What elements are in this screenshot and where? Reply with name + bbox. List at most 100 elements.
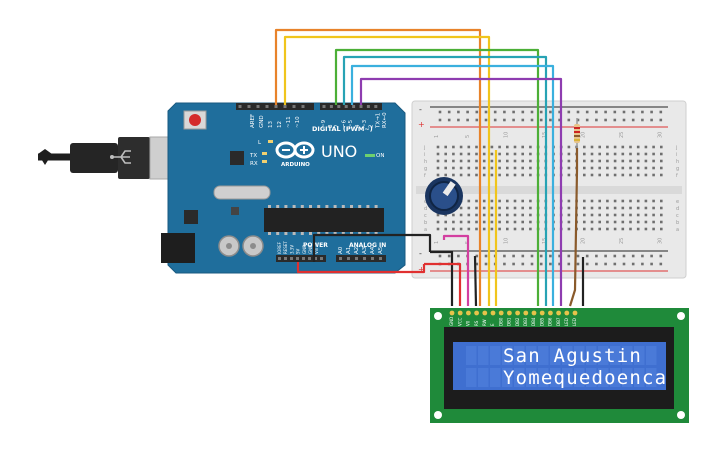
resistor bbox=[574, 118, 580, 148]
row-letter: b bbox=[424, 220, 427, 226]
digital-pin-label: 8 bbox=[328, 124, 334, 128]
aref-label: AREF bbox=[250, 114, 256, 128]
lcd-pin-label: LED bbox=[572, 318, 577, 326]
power-header bbox=[276, 255, 326, 262]
column-number: 25 bbox=[619, 238, 625, 244]
reset-button[interactable] bbox=[189, 114, 201, 126]
lcd-pin-label: VCC bbox=[457, 317, 462, 326]
analog-header bbox=[336, 255, 386, 262]
wire-yellow bbox=[283, 35, 491, 306]
row-letter: b bbox=[676, 220, 679, 226]
wires bbox=[274, 28, 585, 307]
lcd-pin bbox=[548, 310, 553, 316]
column-number: 20 bbox=[580, 238, 586, 244]
tx-led-label: TX bbox=[249, 153, 257, 159]
l-led-label: L bbox=[258, 140, 262, 146]
lcd-pin bbox=[531, 310, 537, 316]
analog-pin-label: A0 bbox=[338, 246, 344, 254]
digital-pin-label: ~3 bbox=[362, 119, 368, 128]
rail-minus-top: - bbox=[419, 105, 422, 114]
row-letter: c bbox=[424, 213, 427, 219]
row-letter: j bbox=[675, 145, 677, 151]
lcd-pin bbox=[466, 310, 471, 316]
power-pin-label: Vin bbox=[314, 247, 319, 254]
lcd-pin bbox=[457, 310, 463, 316]
column-number: 5 bbox=[465, 135, 471, 138]
lcd-pin-label: DB5 bbox=[539, 317, 544, 326]
lcd-pin-label: DB7 bbox=[556, 317, 561, 326]
digital-pin-label: ~11 bbox=[286, 116, 292, 128]
digital-pin-label: ~9 bbox=[321, 119, 327, 128]
row-letter: c bbox=[676, 213, 679, 219]
lcd-pin-label: RW bbox=[482, 319, 487, 326]
analog-pin-label: A2 bbox=[354, 247, 360, 254]
wire-brown bbox=[568, 148, 579, 307]
rail-minus-bottom: - bbox=[419, 249, 422, 258]
svg-text:ARDUINO: ARDUINO bbox=[281, 162, 310, 168]
power-pin-label: IOREF bbox=[277, 241, 282, 254]
column-number: 1 bbox=[434, 135, 440, 138]
crystal-oscillator bbox=[213, 185, 271, 200]
wire-teal bbox=[342, 55, 548, 306]
lcd-pin bbox=[449, 310, 455, 316]
lcd-pin-label: DB3 bbox=[523, 317, 528, 326]
digital-pin-label: 7 bbox=[335, 124, 341, 128]
row-letter: d bbox=[676, 206, 679, 212]
row-letter: i bbox=[676, 152, 677, 158]
row-letter: h bbox=[424, 159, 427, 165]
gnd-label: GND bbox=[259, 115, 265, 128]
lcd-pin-label: GND bbox=[449, 317, 454, 326]
lcd-pin bbox=[564, 310, 570, 316]
lcd-pin-label: DB0 bbox=[498, 317, 503, 326]
analog-pin-label: A4 bbox=[370, 246, 376, 254]
rx-led-label: RX bbox=[250, 161, 258, 167]
column-number: 10 bbox=[503, 238, 509, 244]
rail-plus-bottom: + bbox=[418, 265, 425, 274]
lcd-pin bbox=[539, 310, 545, 316]
lcd-pin-label: DB2 bbox=[515, 317, 520, 326]
wire-pink bbox=[442, 234, 470, 306]
on-label: ON bbox=[376, 153, 384, 159]
lcd-pin-label: RS bbox=[474, 320, 479, 326]
lcd-line-2: Yomequedoenca bbox=[503, 367, 667, 389]
digital-header-label: DIGITAL (PWM~) bbox=[312, 125, 373, 133]
analog-header-label: ANALOG IN bbox=[349, 242, 386, 249]
power-pin-label: 5V bbox=[296, 248, 301, 254]
analog-pin-label: A3 bbox=[362, 246, 368, 254]
digital-pin-label: TX→1 bbox=[375, 113, 381, 129]
row-letter: g bbox=[424, 166, 427, 172]
usb-icon bbox=[110, 150, 131, 164]
column-number: 15 bbox=[542, 238, 548, 244]
lcd-pin bbox=[474, 310, 479, 316]
power-jack bbox=[161, 233, 195, 263]
atmega-chip bbox=[264, 208, 384, 232]
row-letter: d bbox=[424, 206, 427, 212]
power-pin-label: RESET bbox=[283, 241, 288, 254]
row-letter: i bbox=[424, 152, 425, 158]
lcd-pin-label: DB6 bbox=[548, 317, 553, 326]
board-model: UNO bbox=[321, 142, 357, 161]
digital-header-right bbox=[320, 103, 382, 110]
digital-pin-label: 4 bbox=[355, 124, 361, 128]
lcd-pin-label: E bbox=[490, 323, 495, 326]
digital-pin-label: ~5 bbox=[348, 119, 354, 128]
lcd-line-1: San Agustin bbox=[503, 345, 642, 367]
power-pin-label: 3.3V bbox=[289, 245, 294, 254]
row-letter: a bbox=[424, 227, 427, 233]
power-pin-label: GND bbox=[308, 245, 313, 254]
digital-pin-label: RX←0 bbox=[382, 112, 388, 128]
usb-cable bbox=[38, 136, 195, 180]
lcd-pin bbox=[498, 310, 504, 316]
column-number: 30 bbox=[657, 132, 663, 138]
potentiometer[interactable] bbox=[425, 177, 463, 215]
row-letter: f bbox=[676, 173, 678, 179]
lcd-pin-label: DB1 bbox=[507, 317, 512, 326]
rail-plus-top: + bbox=[418, 120, 425, 129]
lcd-pin bbox=[507, 310, 512, 316]
row-letter: e bbox=[424, 199, 427, 205]
column-number: 15 bbox=[542, 132, 548, 138]
row-letter: e bbox=[676, 199, 679, 205]
row-letter: j bbox=[423, 145, 425, 151]
